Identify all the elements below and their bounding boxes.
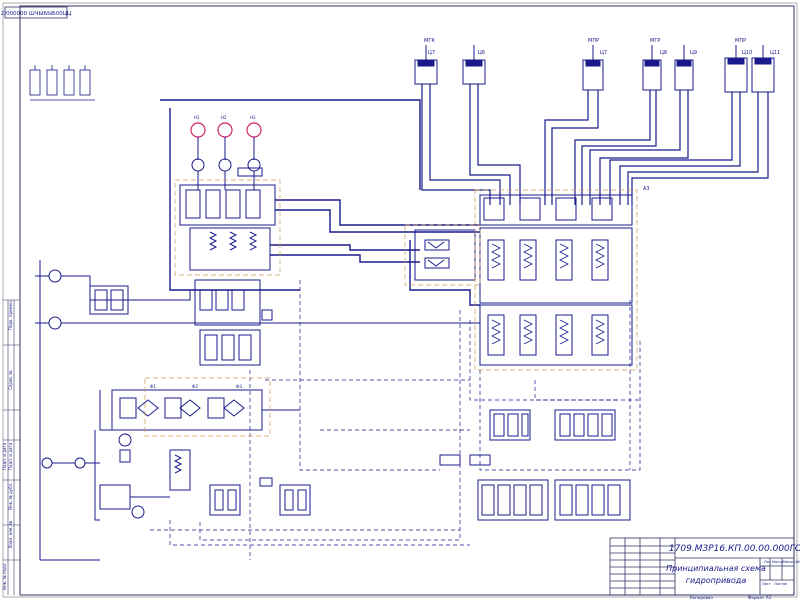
pump-label-1: Н2 [221,115,227,120]
pump-label-0: Н1 [194,115,200,120]
supply-lines [160,99,480,306]
filter-icon [223,399,245,417]
filter-label-0: Ф1 [150,384,156,389]
group-label-3: МПР [735,38,746,44]
lower-right-valves [439,409,631,521]
hydraulic-motor-icon [217,122,233,138]
scale-label: Масштаб [783,560,800,564]
hydraulic-motor-icon [190,122,206,138]
title-block [609,537,795,596]
sheet-inner-frame [19,5,795,596]
cyl-label-4: Ц9 [690,50,697,56]
small-cylinder-row [29,65,95,101]
cyl-label-1: Ц6 [478,50,485,56]
side-label-1: Справ. № [8,371,13,390]
motor-icon [74,457,86,469]
group-label-1: МПР [588,38,599,44]
proportional-valve [414,229,476,281]
group-label-0: МГК [424,38,435,44]
filter-labels: Ф1 Ф2 Ф3 [150,384,242,389]
drawing-title-line2: гидропривода [686,576,747,585]
cyl-label-0: Ц7 [428,50,435,56]
format-value: А1 [766,595,772,600]
sheets-label: Листов [774,582,787,586]
pump-icon [48,269,62,283]
copied-label: Копировал [690,595,713,600]
left-margin-stamps [3,299,20,595]
filter-label-1: Ф2 [192,384,198,389]
lower-valve-cluster [194,279,273,366]
directional-valve-block [479,194,633,366]
assembly-boundaries [144,179,638,437]
cylinder-labels: Ц7 Ц6 Ц7 Ц8 Ц9 Ц10 Ц11 МГК МПР МГР МПР А… [424,38,780,192]
accumulator-icon [118,433,132,447]
hydraulic-motor-icon [246,122,262,138]
mass-label: Масса [772,560,783,564]
cyl-label-6: Ц11 [770,50,780,56]
left-pump-units [35,260,480,561]
filter-label-2: Ф3 [236,384,242,389]
document-number: 1709.МЗР16.КП.00.00.000ГС [669,544,800,554]
valve-spring-symbols [491,243,605,345]
filter-bank [99,389,300,431]
drawing-title-line1: Принципиальная схема [666,564,766,573]
top-stamp-box: 2/000000 ШЧЫБЫБ00ЦЦ [1,6,72,19]
valve-block-label: А3 [643,186,650,192]
tank-and-accumulator [41,430,191,521]
filter-icon [179,399,201,417]
cyl-label-2: Ц7 [600,50,607,56]
filter-icon [137,399,159,417]
format-label: Формат [748,595,765,600]
bottom-valve-pairs [209,477,311,516]
cylinder-pressure-lines [421,84,769,205]
left-margin-labels: Перв. примен. Справ. № Подп. и дата Инв.… [2,300,13,590]
side-label-2: Подп. и дата [8,442,13,470]
pump-column [179,137,276,271]
top-stamp-text: 2/000000 ШЧЫБЫБ00ЦЦ [1,11,72,17]
sheet-label: Лист [762,582,771,586]
pump-icon [48,316,62,330]
side-label-0: Перв. примен. [8,300,13,330]
tank-pump-icon [131,505,145,519]
side-label-4: Взам. инв. № [8,521,13,548]
stage-label: Лит. [764,560,772,564]
hydraulic-motors [190,122,262,138]
cyl-label-3: Ц8 [660,50,667,56]
side-label-6: Инв. № подл. [2,562,7,590]
pilot-drain-lines [150,280,641,560]
side-label-5: Подп. и дата [2,442,7,470]
pump-label-2: Н3 [250,115,256,120]
cylinder-bank [414,45,775,93]
pump-labels: Н1 Н2 Н3 [194,115,256,120]
motor-icon [41,457,53,469]
cyl-label-5: Ц10 [742,50,752,56]
side-label-3: Инв. № дубл. [8,483,13,510]
group-label-2: МГР [650,38,660,44]
